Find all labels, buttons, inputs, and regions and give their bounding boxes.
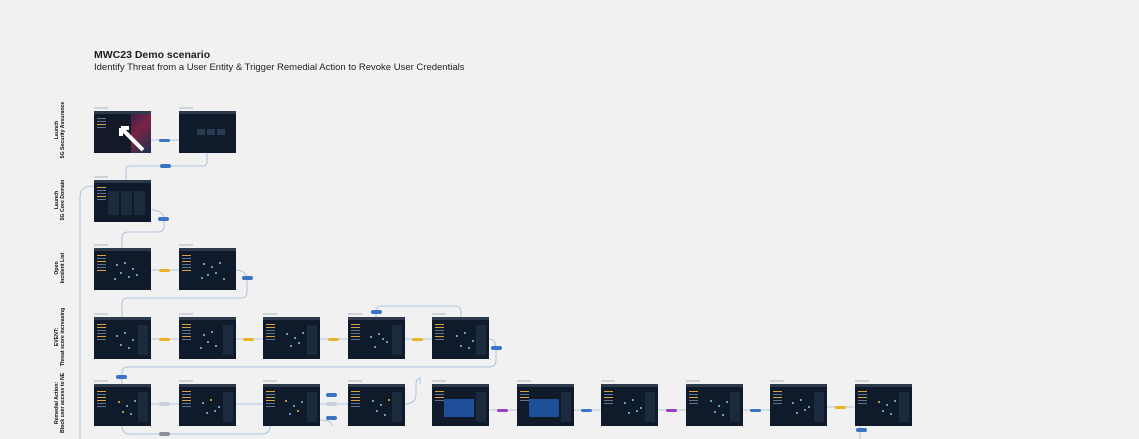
screen-thumbnail <box>94 244 151 290</box>
flow-chip <box>159 268 170 272</box>
screen-thumbnail <box>263 313 320 359</box>
screen-thumbnail <box>263 380 320 426</box>
launch-arrow-icon <box>119 126 145 152</box>
screen-thumbnail <box>770 380 827 426</box>
flow-chip <box>581 408 592 412</box>
flow-chip <box>666 408 677 412</box>
screen-thumbnail <box>94 176 151 222</box>
flow-chip <box>160 164 171 168</box>
flow-chip <box>412 337 423 341</box>
diagram-subtitle: Identify Threat from a User Entity & Tri… <box>94 62 465 73</box>
screen-thumbnail <box>179 244 236 290</box>
flow-chip <box>116 375 127 379</box>
flow-chip <box>243 337 254 341</box>
flow-chip <box>159 402 170 406</box>
screen-thumbnail <box>432 380 489 426</box>
flow-chip <box>750 408 761 412</box>
screen-thumbnail <box>179 380 236 426</box>
screen-thumbnail <box>94 107 151 153</box>
screen-thumbnail <box>348 313 405 359</box>
flow-chip <box>835 405 846 409</box>
flow-chip <box>326 393 337 397</box>
flow-chip <box>159 432 170 436</box>
screen-thumbnail <box>94 380 151 426</box>
screen-thumbnail <box>94 313 151 359</box>
screen-thumbnail <box>432 313 489 359</box>
screen-thumbnail <box>517 380 574 426</box>
flow-chip <box>326 402 337 406</box>
flow-chip <box>159 138 170 142</box>
flow-chip <box>158 217 169 221</box>
screen-thumbnail <box>179 313 236 359</box>
flow-chip <box>328 337 339 341</box>
screen-thumbnail <box>179 107 236 153</box>
screen-thumbnail <box>601 380 658 426</box>
screen-thumbnail <box>348 380 405 426</box>
screen-thumbnail <box>855 380 912 426</box>
flow-chip <box>242 276 253 280</box>
flow-chip <box>491 346 502 350</box>
diagram-title: MWC23 Demo scenario <box>94 49 211 61</box>
screen-thumbnail <box>686 380 743 426</box>
flow-chip <box>497 408 508 412</box>
flow-chip <box>371 310 382 314</box>
flow-chip <box>326 416 337 420</box>
flow-chip <box>856 428 867 432</box>
flow-chip <box>159 337 170 341</box>
